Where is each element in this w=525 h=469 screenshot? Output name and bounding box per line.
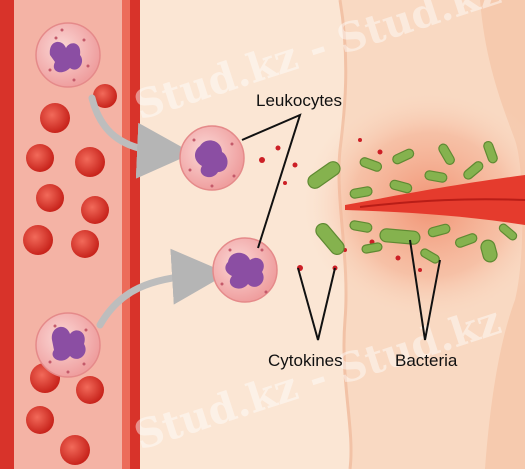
- cytokine: [358, 138, 362, 142]
- red-blood-cell: [26, 144, 54, 172]
- vessel-leukocyte-bottom: [35, 312, 101, 378]
- cytokines: [259, 138, 422, 272]
- red-blood-cell: [76, 376, 104, 404]
- tissue-leukocyte-lower: [212, 237, 278, 303]
- label-leukocytes: Leukocytes: [256, 91, 342, 110]
- bacteria-leader: [409, 239, 441, 341]
- bacterium: [498, 223, 518, 241]
- bacterium: [483, 140, 498, 164]
- bacterium: [315, 222, 345, 256]
- migration-arrow-lower: [96, 248, 228, 329]
- red-blood-cell: [75, 147, 105, 177]
- bacterium: [307, 161, 341, 189]
- bacterium: [480, 239, 498, 263]
- cytokines-leader: [297, 267, 336, 341]
- red-blood-cell: [26, 406, 54, 434]
- label-cytokines: Cytokines: [268, 351, 343, 370]
- cytokine: [259, 157, 265, 163]
- tissue-leukocyte-upper: [179, 125, 245, 191]
- bacteria-colony: [307, 140, 518, 264]
- bacterium: [463, 161, 484, 180]
- leader-lines: [241, 113, 441, 341]
- red-blood-cell: [23, 225, 53, 255]
- bacterium: [424, 170, 448, 183]
- bacterium: [349, 220, 373, 233]
- red-blood-cells: [23, 84, 117, 465]
- bacterium: [349, 186, 373, 199]
- bacterium: [361, 242, 383, 254]
- red-blood-cell: [40, 103, 70, 133]
- migration-arrow-upper: [88, 94, 193, 179]
- bacterium: [359, 157, 383, 172]
- red-blood-cell: [36, 184, 64, 212]
- bacterium: [427, 223, 451, 238]
- bacterium: [420, 248, 440, 264]
- bacterium: [454, 233, 478, 248]
- red-blood-cell: [93, 84, 117, 108]
- wound-line: [359, 198, 525, 208]
- red-blood-cell: [71, 230, 99, 258]
- bacterium: [392, 148, 415, 165]
- cytokine: [395, 255, 401, 261]
- leukocytes-leader: [241, 113, 302, 249]
- cytokine: [283, 181, 287, 185]
- cytokine: [377, 149, 383, 155]
- label-bacteria: Bacteria: [395, 351, 458, 370]
- cytokine: [292, 162, 298, 168]
- bacterium: [438, 143, 455, 165]
- bacterium: [389, 179, 413, 194]
- red-blood-cell: [81, 196, 109, 224]
- cytokine: [275, 145, 281, 151]
- blood-vessel-inner-wall: [122, 0, 130, 469]
- bacterium: [379, 228, 421, 245]
- vessel-leukocyte-top: [35, 22, 101, 88]
- red-blood-cell: [60, 435, 90, 465]
- cytokine: [418, 268, 422, 272]
